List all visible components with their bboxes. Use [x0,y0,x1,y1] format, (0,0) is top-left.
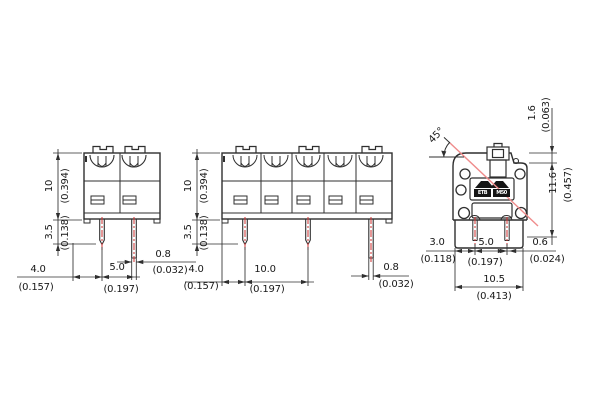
dim-5pos-height-in: (0.394) [199,168,210,204]
dim-side-pitch-mm: 5.0 [478,237,494,248]
dim-5pos-pitch-mm: 10.0 [254,264,276,275]
side-view [452,142,528,249]
dim-side-edge-in: (0.118) [420,254,456,265]
dim-2pos-pinw-mm: 0.8 [155,249,171,260]
dim-side-pitch-in: (0.197) [467,257,503,268]
hole [512,157,520,165]
arrows-front-2pos [55,153,144,280]
dim-side-width-in: (0.413) [476,291,512,302]
dim-side-edge-mm: 3.0 [429,237,445,248]
hole [514,206,528,220]
front-view-5pos [221,145,393,259]
dim-side-step-mm: 1.6 [527,105,538,121]
dim-2pos-pitch-mm: 5.0 [109,262,125,273]
red-axis-line [449,142,539,227]
product-label-model: M50 [493,189,510,197]
front-view-2pos [83,145,161,259]
dims-front-5pos [185,149,409,286]
dim-5pos-offset-in: (0.157) [183,281,219,292]
dims-front-2pos [17,149,196,281]
dim-5pos-pitch-in: (0.197) [249,284,285,295]
dim-side-pinw-mm: 0.6 [532,237,548,248]
hole [459,168,471,180]
hole [514,168,526,180]
dim-side-height-in: (0.457) [563,167,574,203]
red-centerlines-side [474,217,508,246]
hole [457,206,471,220]
dim-5pos-pinlen-in: (0.138) [199,215,210,251]
label-plate [469,177,515,201]
dim-2pos-height-in: (0.394) [60,168,71,204]
dim-5pos-pinlen-mm: 3.5 [183,224,194,240]
dim-side-step-in: (0.063) [541,97,552,133]
dim-5pos-height-mm: 10 [183,179,194,193]
lever-hinge [486,142,510,178]
arrows-front-5pos [194,153,381,285]
dim-5pos-pinw-in: (0.032) [378,279,414,290]
dim-2pos-pinlen-mm: 3.5 [44,224,55,240]
angle-arrowhead [441,150,447,157]
dim-2pos-offset-in: (0.157) [18,282,54,293]
dim-side-height-mm: 11.6 [548,172,559,194]
dim-5pos-offset-mm: 4.0 [188,264,204,275]
dim-side-width-mm: 10.5 [483,274,505,285]
dim-2pos-height-mm: 10 [44,179,55,193]
red-centerlines-5pos [244,217,372,262]
red-centerlines-2pos [101,217,135,262]
dim-5pos-pinw-mm: 0.8 [383,262,399,273]
dims-side [426,108,557,291]
dim-2pos-pinlen-in: (0.138) [60,215,71,251]
dim-side-pinw-in: (0.024) [529,254,565,265]
dim-2pos-offset-mm: 4.0 [30,264,46,275]
arrows-side [455,146,555,290]
mounting-foot [454,220,524,249]
dim-2pos-pinw-in: (0.032) [152,265,188,276]
hole [455,184,467,196]
dim-2pos-pitch-in: (0.197) [103,284,139,295]
product-label-brand: ETB [474,189,491,197]
